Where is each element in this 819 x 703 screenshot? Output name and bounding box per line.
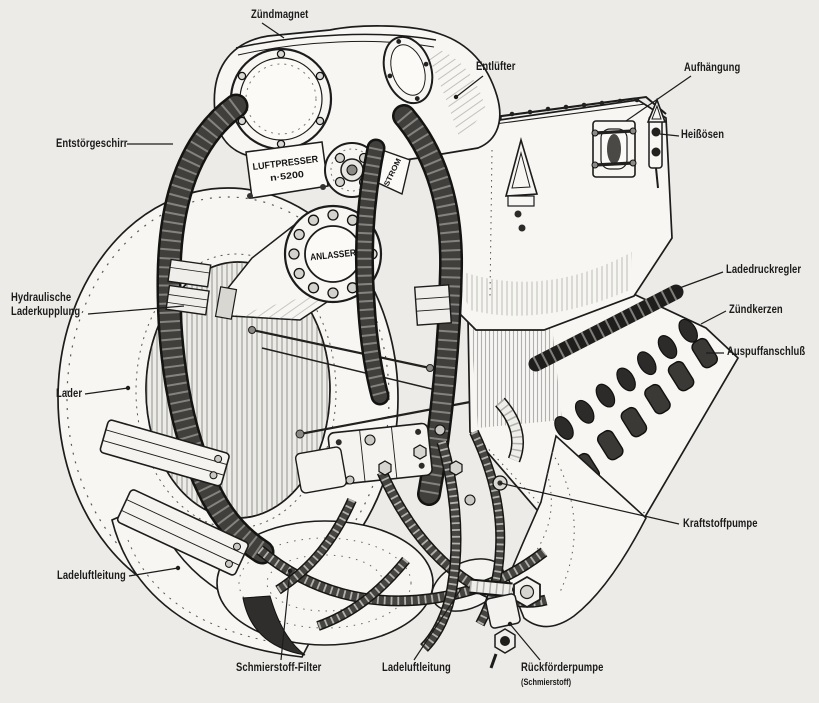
cylinder-block [467,267,740,533]
magneto-housing [213,25,501,164]
harness-clamp-right [413,284,453,326]
sump-cover [507,434,647,628]
manifold-strip [528,284,684,372]
ignition-harness-left [156,93,275,565]
air-compressor-plate: LUFTPRESSER n·5200 [245,141,329,199]
accessory-block-small [294,446,348,494]
ignition-harness-middle [354,138,390,406]
duct-clamp-lower [116,489,249,576]
ignition-harness-right [392,104,464,506]
harness-clamp-left [165,258,212,316]
luftpresser-text-line2: n·5200 [269,169,304,183]
triangle-bracket [504,137,539,232]
hex-union [469,575,541,609]
duct-clamp-upper [99,419,230,487]
fuel-pump-fitting [492,475,508,491]
engine-mount-bracket [591,120,637,178]
magneto-cover-large [229,47,333,151]
magneto-cover-small [382,35,434,105]
scavenge-pump [485,593,521,669]
spark-plug-ports [554,318,698,440]
pipe-fittings [345,397,524,506]
anlasser-text: ANLASSER [310,248,357,264]
